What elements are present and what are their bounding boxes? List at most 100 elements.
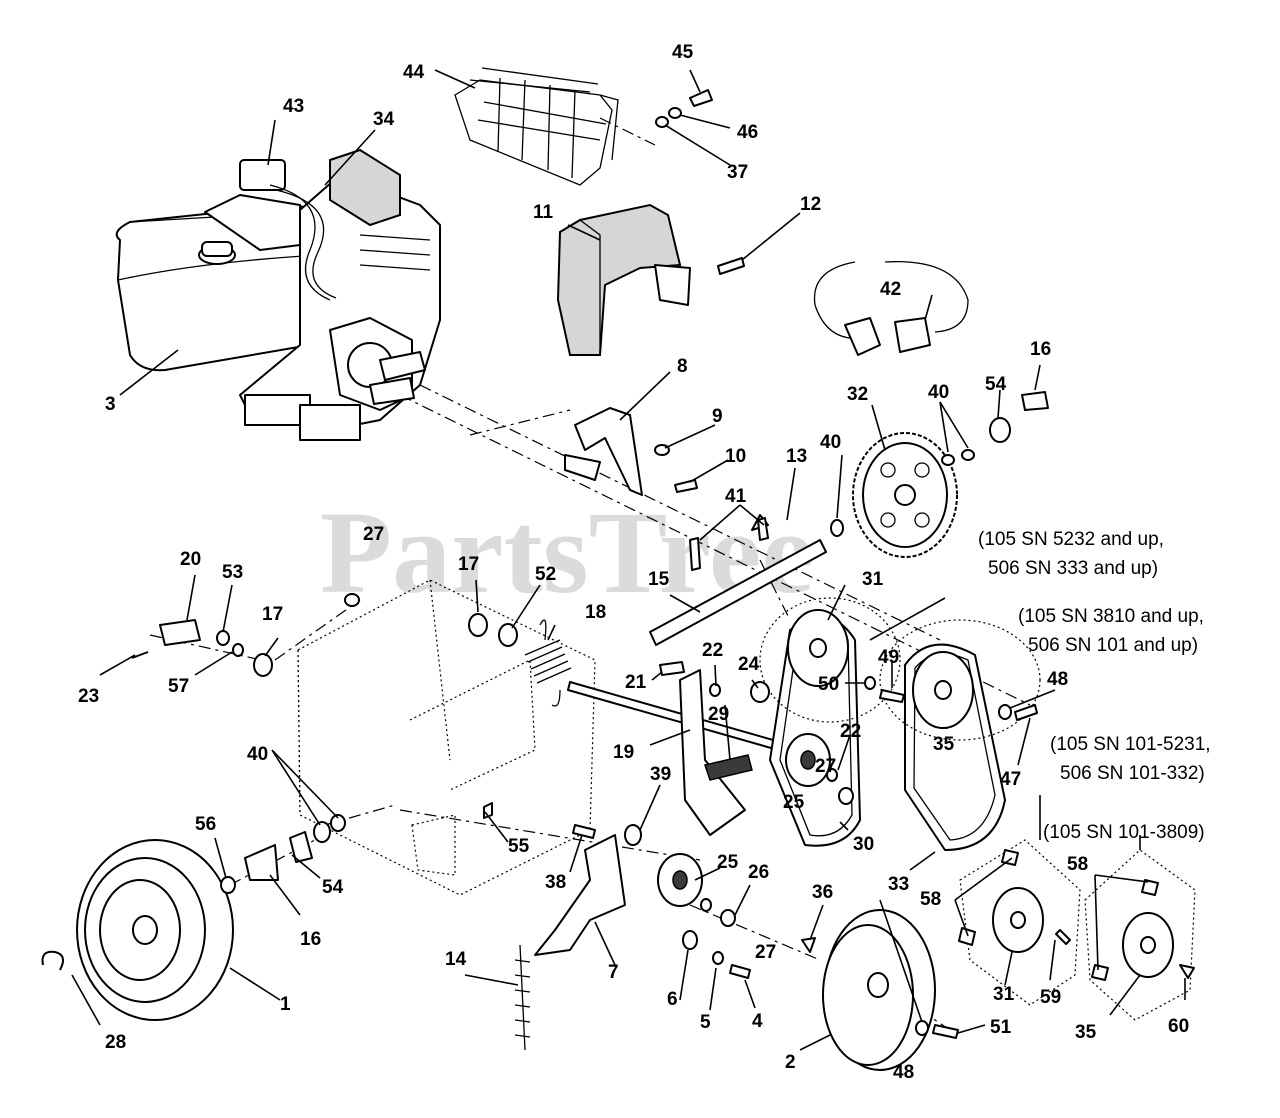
leader-lines xyxy=(71,69,1186,1051)
callout-30: 30 xyxy=(853,834,874,855)
callout-47: 47 xyxy=(1000,769,1021,790)
callout-13: 13 xyxy=(786,446,807,467)
callout-59: 59 xyxy=(1040,987,1061,1008)
callout-44: 44 xyxy=(403,62,425,83)
callout-57: 57 xyxy=(168,676,189,697)
callout-8: 8 xyxy=(677,356,688,377)
callout-27c: 27 xyxy=(755,942,776,963)
pulley-31-lower xyxy=(992,887,1044,953)
callout-15: 15 xyxy=(648,569,670,590)
callout-21: 21 xyxy=(625,672,647,693)
shaft-15 xyxy=(649,539,827,646)
callout-43: 43 xyxy=(283,96,304,117)
wheel-1 xyxy=(76,839,234,1021)
callout-7: 7 xyxy=(608,962,619,983)
gear-32 xyxy=(852,432,958,558)
serial-note-3-line-2: 506 SN 101-332) xyxy=(1060,763,1205,784)
callout-58b: 58 xyxy=(1067,854,1088,875)
callout-14: 14 xyxy=(445,949,467,970)
callouts: 1 2 3 4 5 6 7 8 9 10 11 12 13 14 15 16 1… xyxy=(78,42,1189,1083)
callout-2: 2 xyxy=(785,1052,796,1073)
serial-notes: (105 SN 5232 and up, 506 SN 333 and up) … xyxy=(978,529,1211,843)
callout-40a: 40 xyxy=(247,744,268,765)
callout-49: 49 xyxy=(878,647,899,668)
callout-25a: 25 xyxy=(783,792,805,813)
cable-42 xyxy=(813,261,969,356)
callout-26: 26 xyxy=(748,862,769,883)
callout-35b: 35 xyxy=(1075,1022,1097,1043)
callout-31b: 31 xyxy=(993,984,1015,1005)
callout-35a: 35 xyxy=(933,734,955,755)
callout-3: 3 xyxy=(105,394,116,415)
pulley-31-upper xyxy=(787,609,849,687)
callout-34: 34 xyxy=(373,109,395,130)
spring-14 xyxy=(514,944,531,1051)
callout-5: 5 xyxy=(700,1012,711,1033)
chute-cover xyxy=(556,203,691,356)
frame-housing xyxy=(297,579,596,896)
callout-27a: 27 xyxy=(363,524,384,545)
callout-54a: 54 xyxy=(985,374,1007,395)
spring-18 xyxy=(524,619,572,707)
wire-basket xyxy=(454,67,619,186)
callout-22b: 22 xyxy=(840,721,861,742)
variant-zones xyxy=(759,597,1196,1021)
idler-pulley-25b xyxy=(657,853,703,907)
callout-1: 1 xyxy=(280,994,291,1015)
callout-20: 20 xyxy=(180,549,201,570)
callout-33: 33 xyxy=(888,874,909,895)
callout-11: 11 xyxy=(533,202,554,223)
callout-38: 38 xyxy=(545,872,566,893)
callout-55: 55 xyxy=(508,836,530,857)
callout-19: 19 xyxy=(613,742,634,763)
hardware xyxy=(41,89,1195,1039)
callout-60: 60 xyxy=(1168,1016,1189,1037)
callout-53: 53 xyxy=(222,562,243,583)
callout-58a: 58 xyxy=(920,889,941,910)
callout-40b: 40 xyxy=(928,382,949,403)
callout-51: 51 xyxy=(990,1017,1012,1038)
bracket-8 xyxy=(564,407,643,496)
callout-16a: 16 xyxy=(1030,339,1051,360)
callout-16b: 16 xyxy=(300,929,321,950)
serial-note-1-line-2: 506 SN 333 and up) xyxy=(988,558,1158,579)
callout-56: 56 xyxy=(195,814,216,835)
callout-18: 18 xyxy=(585,602,606,623)
callout-41: 41 xyxy=(725,486,747,507)
callout-39: 39 xyxy=(650,764,671,785)
bracket-7 xyxy=(534,834,626,956)
callout-4: 4 xyxy=(752,1011,763,1032)
callout-32: 32 xyxy=(847,384,868,405)
pulley-2 xyxy=(822,909,936,1071)
serial-note-1-line-1: (105 SN 5232 and up, xyxy=(978,529,1164,550)
pulley-35-lower xyxy=(1122,912,1174,978)
serial-note-2-line-1: (105 SN 3810 and up, xyxy=(1018,606,1204,627)
callout-28: 28 xyxy=(105,1032,126,1053)
serial-note-3-line-1: (105 SN 101-5231, xyxy=(1050,734,1211,755)
callout-42: 42 xyxy=(880,279,901,300)
callout-27b: 27 xyxy=(815,756,836,777)
pulley-35-upper xyxy=(912,651,974,729)
callout-50: 50 xyxy=(818,674,839,695)
callout-22a: 22 xyxy=(702,640,723,661)
shaft-19 xyxy=(567,681,781,751)
callout-12: 12 xyxy=(800,194,821,215)
callout-46: 46 xyxy=(737,122,758,143)
engine xyxy=(115,148,441,441)
callout-52: 52 xyxy=(535,564,556,585)
callout-54b: 54 xyxy=(322,877,344,898)
callout-17a: 17 xyxy=(458,554,479,575)
callout-31a: 31 xyxy=(862,569,884,590)
callout-25b: 25 xyxy=(717,852,739,873)
callout-6: 6 xyxy=(667,989,678,1010)
callout-10: 10 xyxy=(725,446,746,467)
callout-24: 24 xyxy=(738,654,760,675)
callout-37: 37 xyxy=(727,162,748,183)
callout-48a: 48 xyxy=(1047,669,1068,690)
callout-40c: 40 xyxy=(820,432,841,453)
callout-29: 29 xyxy=(708,704,729,725)
callout-9: 9 xyxy=(712,406,723,427)
callout-17b: 17 xyxy=(262,604,283,625)
serial-note-2-line-2: 506 SN 101 and up) xyxy=(1028,635,1198,656)
